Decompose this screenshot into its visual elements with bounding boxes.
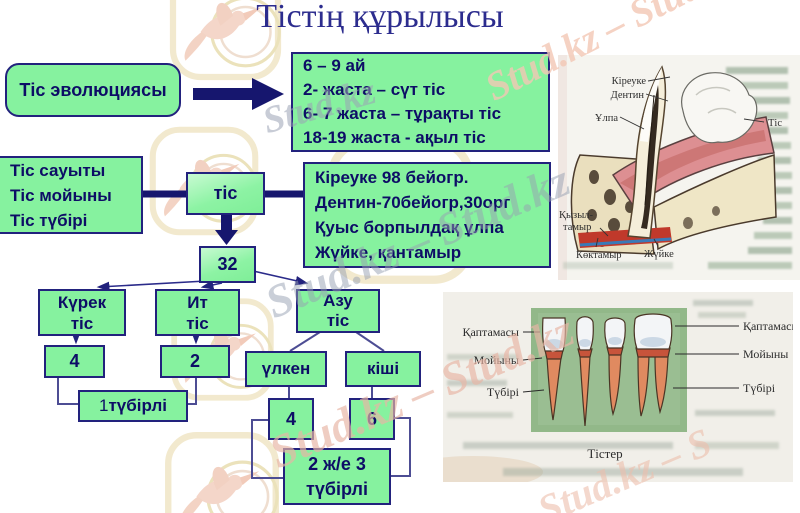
age-line: 6 – 9 ай	[303, 56, 366, 75]
teeth-label-neck-right: Мойыны	[743, 347, 788, 361]
box-label: тіс	[186, 313, 209, 333]
part-line: Тіс түбірі	[10, 210, 88, 230]
anatomy-label-nerve: Жүйке	[644, 249, 674, 260]
box-label: түбірлі	[108, 396, 167, 415]
box-molar-small-count: 6	[349, 398, 395, 440]
composition-line: Кіреуке 98 бейогр.	[315, 168, 469, 187]
box-label: тіс	[326, 311, 350, 330]
box-one-root: 1 түбірлі	[78, 390, 188, 422]
box-tooth-parts: Тіс сауыты Тіс мойыны Тіс түбірі	[0, 156, 143, 234]
composition-line: Дентин-70бейогр,30орг	[315, 193, 511, 212]
box-label: 2	[189, 351, 200, 371]
age-line: 2- жаста – сүт тіс	[303, 80, 446, 99]
box-label: 4	[69, 351, 80, 371]
box-label: Тіс эволюциясы	[19, 79, 167, 100]
teeth-types-figure: Қаптамасы Мойыны Түбірі Қаптамасы Мойыны…	[403, 292, 800, 488]
box-molar-large-count: 4	[268, 398, 314, 440]
teeth-label-crown-right: Қаптамасы	[743, 319, 793, 333]
anatomy-label-tooth: Тіс	[768, 118, 782, 129]
teeth-label-neck-left: Мойыны	[474, 353, 519, 367]
teeth-figure-caption: Тістер	[587, 446, 622, 461]
box-molar-large: үлкен	[245, 351, 327, 387]
composition-line: Жүйке, қантамыр	[315, 243, 462, 262]
box-label: Ит	[187, 292, 208, 312]
box-total-count: 32	[199, 246, 256, 283]
anatomy-label-dentin: Дентин	[611, 90, 645, 101]
anatomy-label-vein: Көктамыр	[576, 250, 622, 261]
box-molar-small: кіші	[345, 351, 421, 387]
box-label: 32	[217, 254, 238, 274]
anatomy-label-artery: Қызыл-	[559, 210, 594, 221]
anatomy-label-artery: тамыр	[563, 222, 591, 233]
box-tooth-composition: Кіреуке 98 бейогр. Дентин-70бейогр,30орг…	[303, 162, 551, 268]
box-label: түбірлі	[306, 478, 368, 499]
box-tooth: тіс	[186, 172, 265, 215]
box-label: үлкен	[261, 359, 311, 378]
box-incisor: Күрек тіс	[38, 289, 126, 336]
box-label: кіші	[366, 359, 400, 378]
box-label: 4	[285, 408, 296, 429]
box-incisor-count: 4	[44, 345, 105, 378]
box-canine-count: 2	[160, 345, 230, 378]
part-line: Тіс мойыны	[10, 185, 112, 205]
anatomy-label-enamel: Кіреуке	[612, 76, 647, 87]
composition-line: Қуыс борпылдақ ұлпа	[315, 218, 504, 237]
box-label: 6	[366, 408, 377, 429]
box-label: Азу	[323, 291, 353, 310]
box-tooth-ages: 6 – 9 ай 2- жаста – сүт тіс 6- 7 жаста –…	[291, 52, 550, 152]
box-label: тіс	[70, 313, 94, 333]
box-label: 1	[99, 396, 109, 415]
teeth-label-root-right: Түбірі	[743, 381, 776, 395]
age-line: 6- 7 жаста – тұрақты тіс	[303, 104, 502, 123]
age-line: 18-19 жаста - ақыл тіс	[303, 128, 486, 147]
tooth-anatomy-figure: Кіреуке Дентин Ұлпа Тіс Қызыл- тамыр Көк…	[558, 55, 800, 280]
anatomy-label-pulp: Ұлпа	[595, 113, 618, 124]
teeth-label-crown-left: Қаптамасы	[462, 325, 519, 339]
box-label: тіс	[213, 183, 238, 203]
box-canine: Ит тіс	[155, 289, 240, 336]
box-label: 2 ж/е 3	[308, 453, 366, 474]
box-molar: Азу тіс	[296, 289, 380, 333]
box-tooth-evolution: Тіс эволюциясы	[5, 63, 181, 117]
slide-title: Тістің құрылысы	[256, 0, 504, 35]
box-molar-roots: 2 ж/е 3 түбірлі	[283, 448, 391, 505]
part-line: Тіс сауыты	[10, 160, 106, 180]
teeth-label-root-left: Түбірі	[487, 385, 520, 399]
box-label: Күрек	[57, 292, 107, 312]
